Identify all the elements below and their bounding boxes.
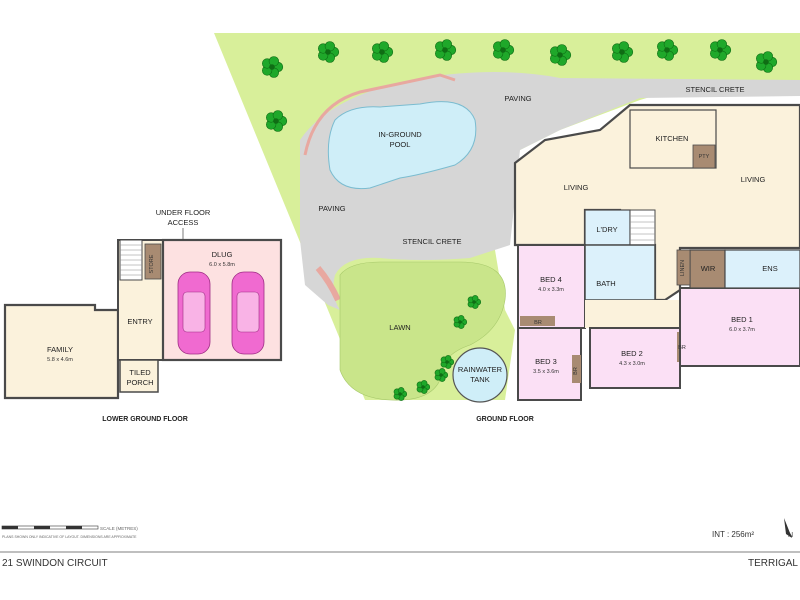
scale-disclaimer: PLANS SHOWN ONLY INDICATIVE OF LAYOUT. D… <box>2 535 137 539</box>
tree-icon <box>435 39 457 61</box>
bed3-size: 3.5 x 3.6m <box>533 369 559 375</box>
garden-stairs <box>315 266 341 302</box>
tree-icon <box>657 39 679 61</box>
family-label: FAMILY <box>47 345 73 354</box>
tree-icon <box>612 41 634 63</box>
suburb: TERRIGAL <box>748 558 798 569</box>
tree-icon <box>318 41 340 63</box>
bed2-room <box>589 327 681 389</box>
bed4-robe <box>520 316 555 326</box>
north-arrow-icon: N <box>784 518 793 539</box>
porch-line1: TILED <box>129 368 151 377</box>
scale-label: SCALE (METRES) <box>100 526 138 531</box>
pantry-room <box>692 144 716 169</box>
tree-icon <box>262 56 284 78</box>
pantry-label: PTY <box>699 154 710 160</box>
ldry-label: L'DRY <box>596 225 617 234</box>
tiled-porch <box>119 359 159 393</box>
living-right-label: LIVING <box>741 175 766 184</box>
bed4-size: 4.0 x 3.3m <box>538 287 564 293</box>
store-room <box>144 243 162 280</box>
bed2-robe-label: BR <box>678 345 686 351</box>
pool-line2: POOL <box>390 140 411 149</box>
tree-icon <box>372 41 394 63</box>
paving-top-label: PAVING <box>504 94 531 103</box>
bed3-label: BED 3 <box>535 357 557 366</box>
tree-icon <box>550 44 572 66</box>
tree-icon <box>453 315 468 329</box>
underfloor-line2: ACCESS <box>168 218 199 227</box>
living-left-label: LIVING <box>564 183 589 192</box>
tank-line2: TANK <box>470 375 489 384</box>
dlug-size: 6.0 x 5.8m <box>209 262 235 268</box>
tank-line1: RAINWATER <box>458 365 503 374</box>
stencil-top-label: STENCIL CRETE <box>686 85 745 94</box>
entry-label: ENTRY <box>127 317 152 326</box>
lawn-bed <box>339 261 506 401</box>
ground-floor-title: GROUND FLOOR <box>476 416 534 423</box>
bed4-label: BED 4 <box>540 275 562 284</box>
tree-icon <box>756 51 778 73</box>
tree-icon <box>416 380 431 394</box>
tree-icon <box>393 387 408 401</box>
linen-cupboard <box>676 249 691 286</box>
scale-bar: SCALE (METRES) PLANS SHOWN ONLY INDICATI… <box>1 525 138 539</box>
wir-label: WIR <box>701 264 716 273</box>
pool-coping <box>303 73 456 156</box>
tree-icon <box>710 39 732 61</box>
linen-label: LINEN <box>680 260 686 276</box>
dlug-label: DLUG <box>212 250 233 259</box>
bed2-label: BED 2 <box>621 349 643 358</box>
tree-icon <box>440 355 455 369</box>
bed2-size: 4.3 x 3.0m <box>619 361 645 367</box>
address: 21 SWINDON CIRCUIT <box>2 558 108 569</box>
int-area: INT : 256m² <box>712 530 754 539</box>
porch-line2: PORCH <box>126 378 153 387</box>
tree-icon <box>493 39 515 61</box>
rainwater-tank <box>452 347 508 403</box>
bed3-room <box>517 327 582 401</box>
underfloor-line1: UNDER FLOOR <box>156 208 211 217</box>
tree-icon <box>266 110 288 132</box>
bed3-robe <box>572 355 581 383</box>
trees <box>262 39 778 401</box>
lower-floor-title: LOWER GROUND FLOOR <box>102 416 188 423</box>
bed4-room <box>517 244 586 329</box>
bed1-size: 6.0 x 3.7m <box>729 327 755 333</box>
pool <box>327 101 477 190</box>
tree-icon <box>434 368 449 382</box>
stencil-mid-label: STENCIL CRETE <box>403 237 462 246</box>
car-right <box>231 271 265 355</box>
bath-room <box>584 244 656 301</box>
bed4-robe-label: BR <box>534 320 542 326</box>
lower-stair-treads <box>120 244 142 276</box>
car-left <box>177 271 211 355</box>
lawn-label: LAWN <box>389 323 410 332</box>
bed1-label: BED 1 <box>731 315 753 324</box>
bed1-room <box>679 287 800 367</box>
bed3-robe-label: BR <box>573 367 579 375</box>
ensuite-room <box>724 249 800 289</box>
north-label: N <box>788 532 793 539</box>
kitchen-label: KITCHEN <box>656 134 689 143</box>
bath-label: BATH <box>596 279 615 288</box>
paving-left-label: PAVING <box>318 204 345 213</box>
family-size: 5.8 x 4.6m <box>47 357 73 363</box>
hallway <box>585 300 680 328</box>
tree-icon <box>467 295 482 309</box>
pool-line1: IN-GROUND <box>378 130 422 139</box>
store-label: STORE <box>149 254 155 273</box>
ens-label: ENS <box>762 264 777 273</box>
